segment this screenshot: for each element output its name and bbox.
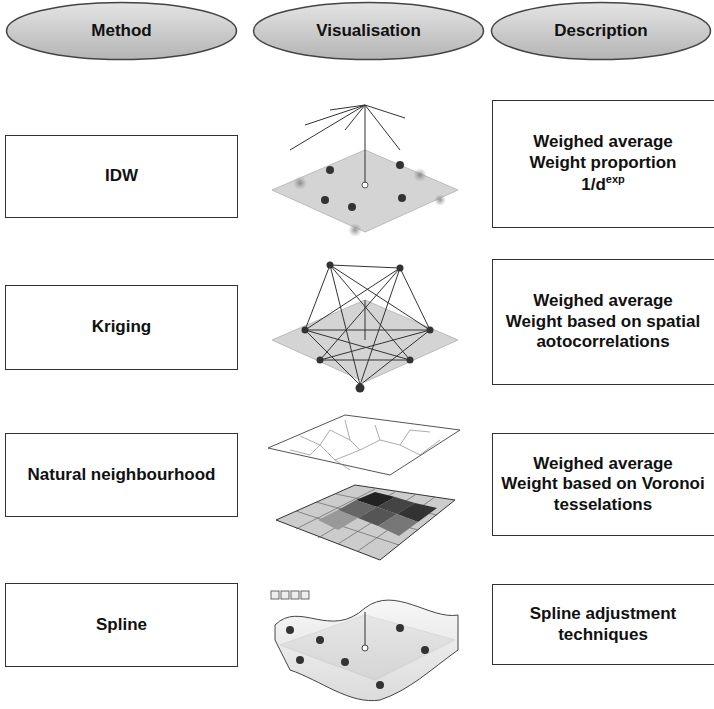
text-group: Weighed averageWeight based on spatial a…	[499, 291, 707, 352]
description-text: Spline adjustment techniques	[499, 604, 707, 645]
header-ellipse: Visualisation	[252, 1, 485, 61]
kriging-illustration	[272, 262, 458, 393]
method-box: Spline	[5, 583, 238, 667]
description-text: Weight proportion	[530, 153, 677, 173]
method-box: Natural neighbourhood	[5, 433, 238, 517]
spline-illustration	[271, 591, 458, 701]
text-group: Weighed averageWeight proportion 1/dexp	[530, 132, 677, 195]
text-group: Weighed averageWeight based on Voronoi t…	[499, 454, 707, 515]
description-box: Weighed averageWeight based on Voronoi t…	[492, 433, 714, 536]
text-group: Description	[554, 21, 648, 41]
text-group: Visualisation	[316, 21, 421, 41]
text-group: Spline adjustment techniques	[499, 604, 707, 645]
text-group: Natural neighbourhood	[28, 465, 216, 485]
header-ellipse: Method	[5, 1, 238, 61]
description-box: Weighed averageWeight based on spatial a…	[492, 259, 714, 385]
header-ellipse: Description	[490, 1, 712, 61]
description-text: Weighed average	[530, 132, 677, 152]
method-name: Spline	[96, 615, 147, 635]
column-header: Description	[554, 21, 648, 41]
method-name: IDW	[105, 166, 138, 186]
description-box: Spline adjustment techniques	[492, 584, 714, 665]
voronoi-illustration	[268, 415, 460, 560]
description-text: Weighed average	[499, 291, 707, 311]
description-text: Weighed average	[499, 454, 707, 474]
method-box: IDW	[5, 135, 238, 218]
method-name: Kriging	[92, 317, 152, 337]
text-group: Kriging	[92, 317, 152, 337]
text-group: Spline	[96, 615, 147, 635]
exponent: exp	[606, 173, 625, 185]
method-name: Natural neighbourhood	[28, 465, 216, 485]
description-box: Weighed averageWeight proportion 1/dexp	[492, 100, 714, 228]
column-header: Method	[91, 21, 151, 41]
text-group: IDW	[105, 166, 138, 186]
method-box: Kriging	[5, 285, 238, 370]
toolbar-icons	[271, 591, 309, 599]
description-text: Weight based on spatial aotocorrelations	[499, 312, 707, 353]
description-text: 1/d	[581, 175, 606, 194]
idw-illustration	[268, 95, 460, 243]
text-group: Method	[91, 21, 151, 41]
description-text: Weight based on Voronoi tesselations	[499, 474, 707, 515]
column-header: Visualisation	[316, 21, 421, 41]
